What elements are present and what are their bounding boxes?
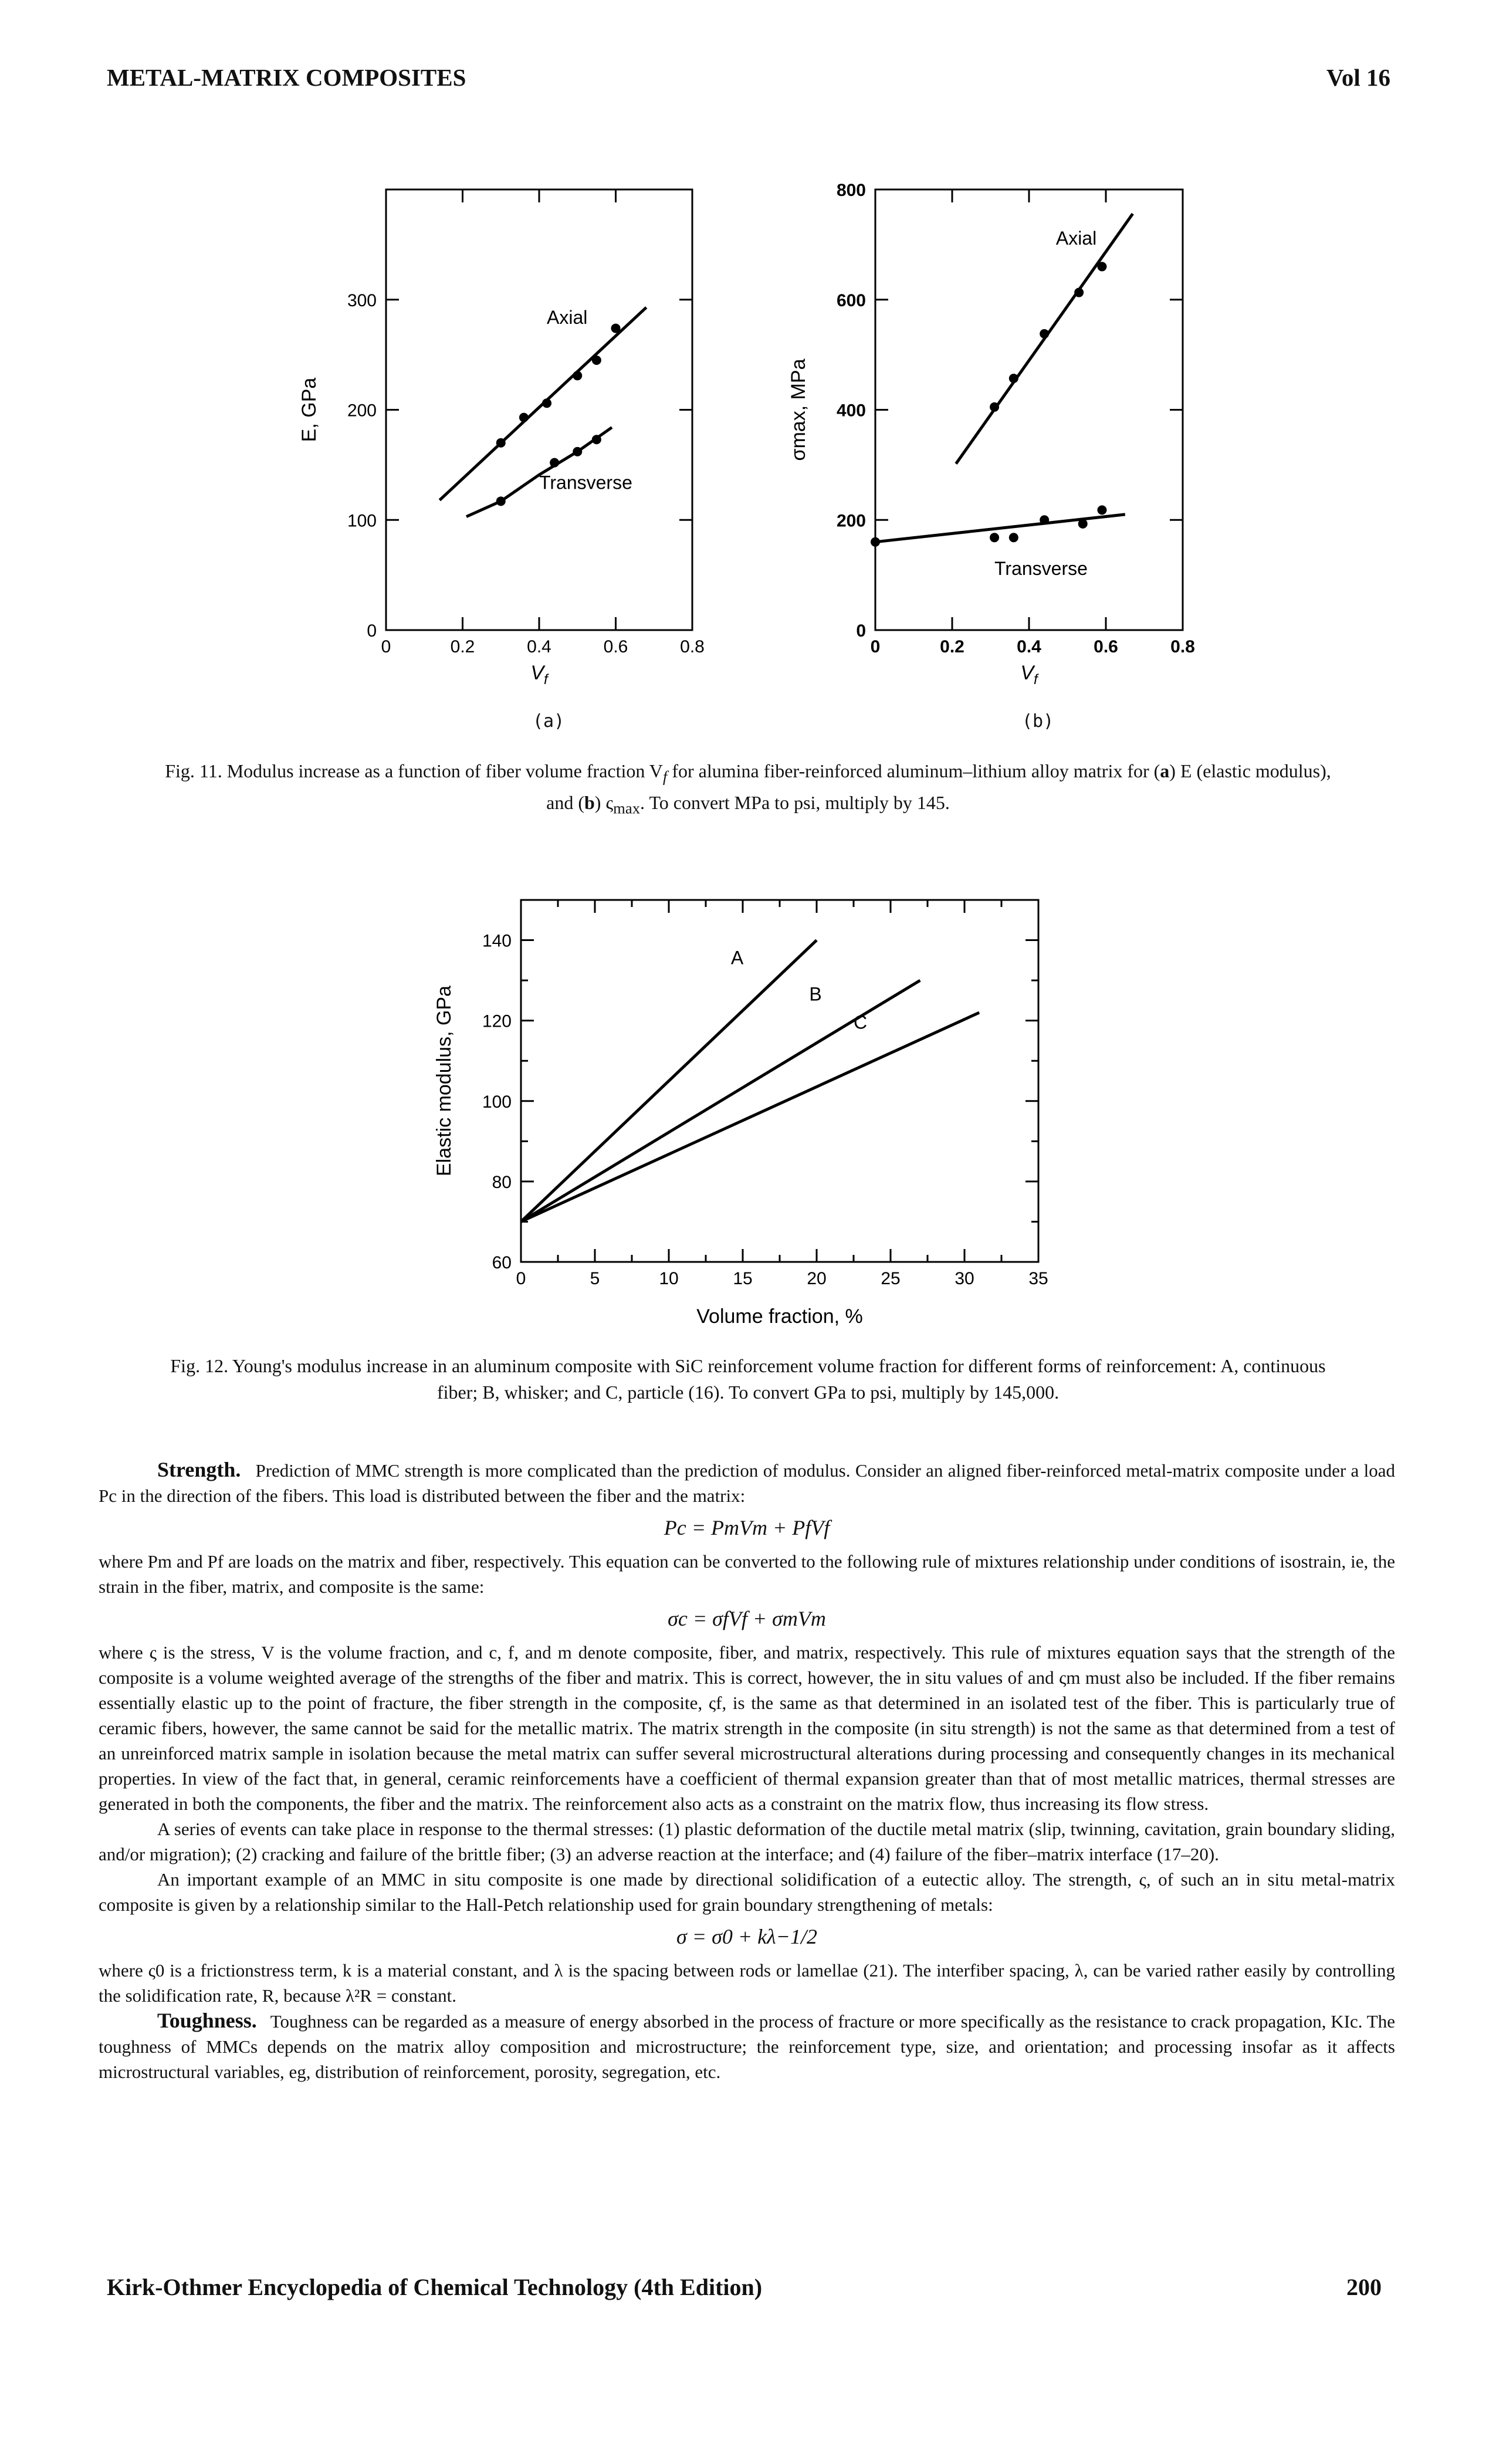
fig11a-series-line-axial [438,306,648,502]
fig11a-data-point-transverse [591,435,601,445]
fig11a-plot-frame [385,188,693,631]
fig11a-xtick-label: 0.4 [527,637,551,656]
fig12-xaxis-label: Volume fraction, % [696,1305,862,1328]
fig11b-series-line-transverse [875,513,1126,544]
running-header-volume: Vol 16 [1326,64,1390,91]
fig12-ytick-label: 80 [492,1173,512,1192]
equation-hall-petch: σ = σ0 + kλ−1/2 [676,1925,817,1948]
fig11b-yaxis-label: σmax, MPa [787,358,810,461]
fig11a-series-label-transverse: Transverse [539,472,632,493]
fig11a-ytick-label: 0 [367,621,377,641]
fig11a-xtick-label: 0.2 [451,637,475,656]
fig11b-data-point-axial [1008,373,1018,383]
fig12-xtick-label: 20 [807,1269,826,1288]
fig12-series-label-c: C [854,1011,867,1033]
fig11a-data-point-axial [519,412,529,422]
fig11b-data-point-transverse [1040,515,1050,525]
fig12-xtick-label: 30 [955,1269,974,1288]
figure-11a-panel-label: (a) [533,711,565,732]
fig12-ytick-label: 60 [492,1253,512,1272]
fig11a-xaxis-label: Vf [530,662,549,688]
figure-11b-panel-label: (b) [1022,711,1054,732]
fig11a-data-point-axial [573,371,583,381]
fig11b-xtick-label: 0.6 [1094,637,1118,656]
fig12-ytick-label: 100 [482,1092,512,1112]
fig12-series-line-b [520,979,921,1223]
fig11a-data-point-transverse [573,446,583,456]
strength-heading: Strength. [157,1458,241,1481]
fig11a-data-point-axial [611,323,621,333]
fig11a-xtick-label: 0.6 [604,637,628,656]
equation-rule-of-mixtures: σc = σfVf + σmVm [668,1607,826,1630]
fig12-xtick-label: 15 [733,1269,752,1288]
fig11b-xaxis-label: Vf [1020,662,1039,688]
fig12-xtick-label: 35 [1028,1269,1048,1288]
fig11b-data-point-axial [1097,262,1107,272]
fig11a-data-point-axial [496,438,506,448]
fig11b-series-line-axial [955,212,1134,465]
toughness-heading: Toughness. [157,2009,257,2032]
fig12-plot-frame [520,899,1040,1263]
fig11a-ytick-label: 300 [347,291,377,310]
fig11a-ytick-label: 200 [347,401,377,421]
fig11b-ytick-label: 800 [837,181,866,200]
fig11a-data-point-transverse [550,458,560,468]
fig12-xtick-label: 0 [516,1269,526,1288]
fig12-yaxis-label: Elastic modulus, GPa [433,986,455,1176]
fig11b-ytick-label: 200 [837,511,866,530]
paragraph-spacing: where ς0 is a frictionstress term, k is … [99,1960,1395,2006]
fig11b-xtick-label: 0 [871,637,881,656]
fig11a-data-point-transverse [496,496,506,506]
fig11a-xtick-label: 0 [381,637,391,656]
fig12-ytick-label: 140 [482,932,512,951]
fig12-xtick-label: 5 [590,1269,600,1288]
toughness-paragraph: Toughness. Toughness can be regarded as … [99,2009,1395,2082]
footer-book-title: Kirk-Othmer Encyclopedia of Chemical Tec… [107,2274,763,2300]
fig11a-series-line-transverse [465,426,613,518]
fig11b-ytick-label: 600 [837,291,866,310]
fig11b-xtick-label: 0.2 [940,637,964,656]
paragraph-thermal-events: A series of events can take place in res… [99,1819,1395,1864]
fig11b-plot-frame [874,188,1184,631]
fig12-series-label-a: A [731,947,744,969]
fig12-series-line-c [520,1011,980,1223]
fig12-series-line-a [520,939,818,1223]
fig11b-xtick-label: 0.4 [1017,637,1041,656]
fig11b-ytick-label: 0 [856,621,866,641]
paragraph-in-situ: An important example of an MMC in situ c… [99,1869,1395,1915]
fig11b-data-point-transverse [1008,533,1018,543]
fig12-series-label-b: B [809,983,821,1004]
fig11a-data-point-axial [542,398,552,408]
fig11a-series-label-axial: Axial [547,307,587,328]
fig11b-data-point-transverse [871,537,880,547]
fig11a-yaxis-label: E, GPa [298,378,320,442]
fig12-xtick-label: 10 [659,1269,678,1288]
paragraph-stress: where ς is the stress, V is the volume f… [99,1642,1395,1814]
fig11a-xtick-label: 0.8 [680,637,705,656]
footer-page-number: 200 [1346,2274,1382,2300]
fig11b-data-point-axial [1074,287,1084,297]
fig11b-series-label-axial: Axial [1056,228,1096,249]
running-header-title: METAL-MATRIX COMPOSITES [107,64,466,91]
article-body: Strength. Prediction of MMC strength is … [99,1457,1395,2084]
fig11b-ytick-label: 400 [837,401,866,421]
fig11b-data-point-transverse [990,533,1000,543]
figure-12-caption: Fig. 12. Young's modulus increase in an … [170,1355,1326,1403]
paragraph-loads: where Pm and Pf are loads on the matrix … [99,1551,1395,1597]
fig11b-data-point-transverse [1097,505,1107,515]
equation-load: Pc = PmVm + PfVf [664,1516,830,1539]
fig11b-data-point-transverse [1078,519,1088,529]
fig11b-data-point-axial [1040,329,1050,339]
figure-11-caption: Fig. 11. Modulus increase as a function … [165,760,1331,817]
fig11b-data-point-axial [990,402,1000,412]
fig12-ytick-label: 120 [482,1012,512,1031]
fig11a-ytick-label: 100 [347,511,377,530]
fig11b-series-label-transverse: Transverse [994,558,1088,579]
strength-paragraph: Strength. Prediction of MMC strength is … [99,1458,1396,1506]
fig12-xtick-label: 25 [881,1269,900,1288]
fig11b-xtick-label: 0.8 [1170,637,1195,656]
fig11a-data-point-axial [591,356,601,365]
